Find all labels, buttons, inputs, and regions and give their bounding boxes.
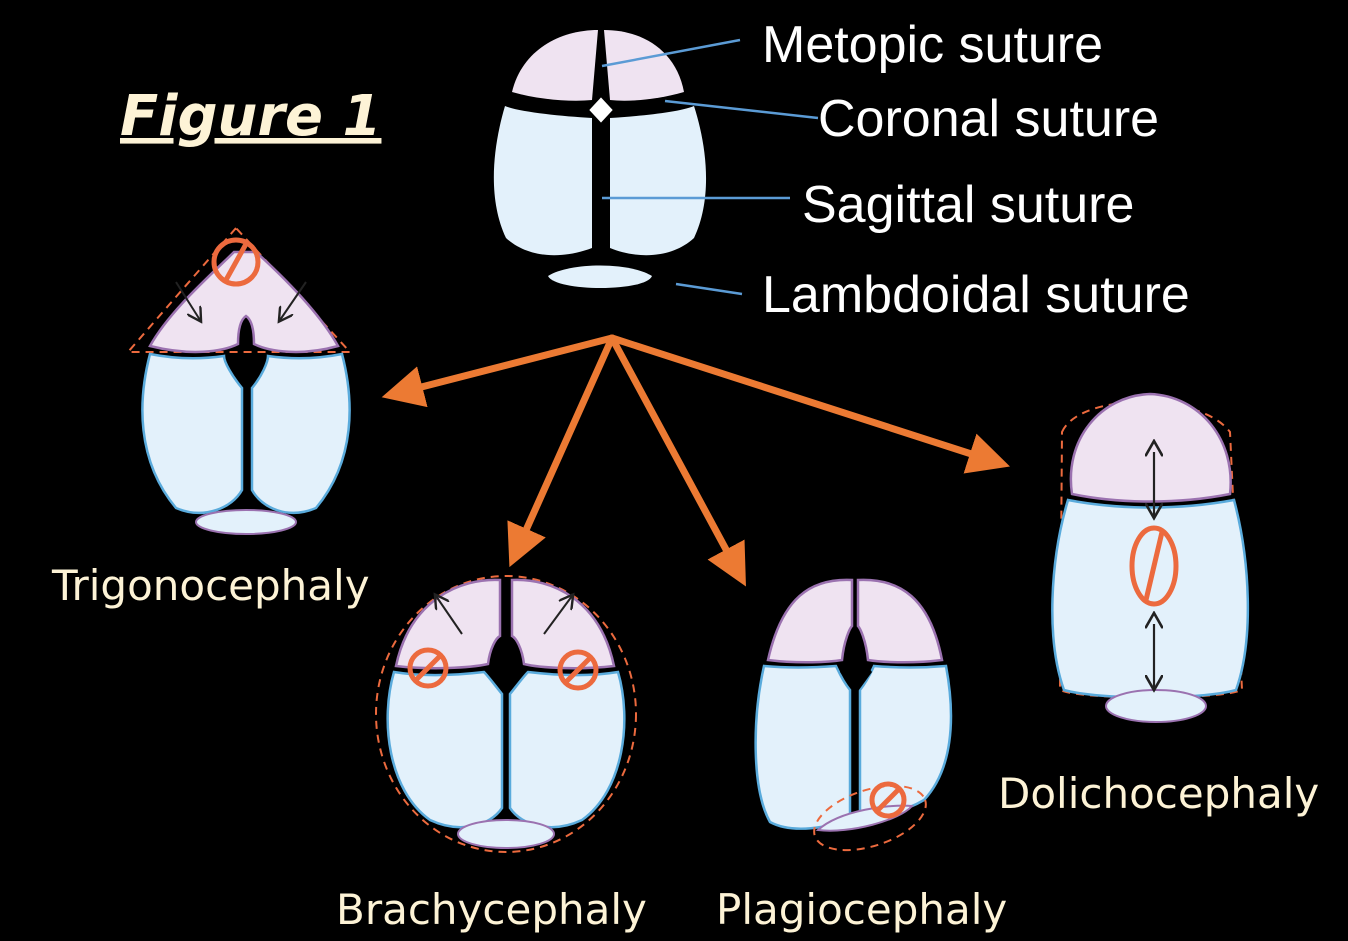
trigonocephaly-skull <box>128 228 350 534</box>
figure-title: Figure 1 <box>120 84 381 149</box>
label-trigonocephaly: Trigonocephaly <box>51 561 370 610</box>
trigonocephaly-right-parietal <box>252 354 350 513</box>
label-sagittal-suture: Sagittal suture <box>802 176 1134 234</box>
trigonocephaly-left-parietal <box>142 354 242 513</box>
brachycephaly-occipital <box>458 820 554 848</box>
normal-right-parietal-bone <box>610 106 706 255</box>
label-brachycephaly: Brachycephaly <box>336 885 647 934</box>
label-coronal-suture: Coronal suture <box>818 90 1159 148</box>
trigonocephaly-occipital <box>196 510 296 534</box>
normal-left-frontal-bone <box>512 30 598 101</box>
label-lambdoidal-suture: Lambdoidal suture <box>762 266 1190 324</box>
dolichocephaly-occipital <box>1106 690 1206 722</box>
arrow-to-brachycephaly <box>518 338 612 548</box>
dolichocephaly-frontal-bone <box>1071 394 1231 502</box>
brachycephaly-right-parietal <box>510 672 624 827</box>
arrow-to-trigonocephaly <box>402 338 612 392</box>
normal-left-parietal-bone <box>494 106 592 255</box>
normal-skull <box>483 22 717 300</box>
trigonocephaly-frontal-bones <box>150 252 338 352</box>
plagiocephaly-skull <box>756 580 951 863</box>
label-dolichocephaly: Dolichocephaly <box>998 769 1319 818</box>
dolichocephaly-skull <box>1052 394 1248 722</box>
label-metopic-suture: Metopic suture <box>762 16 1103 74</box>
normal-right-frontal-bone <box>604 30 684 101</box>
lambdoidal-leader <box>676 284 742 294</box>
brachycephaly-left-frontal <box>396 580 500 668</box>
brachycephaly-left-parietal <box>388 672 502 827</box>
label-plagiocephaly: Plagiocephaly <box>716 885 1007 934</box>
plagiocephaly-left-frontal <box>768 580 852 662</box>
brachycephaly-right-frontal <box>512 580 614 668</box>
brachycephaly-skull <box>376 576 636 852</box>
plagiocephaly-right-frontal <box>858 580 942 662</box>
plagiocephaly-left-parietal <box>756 666 850 829</box>
condition-arrows <box>402 338 990 568</box>
